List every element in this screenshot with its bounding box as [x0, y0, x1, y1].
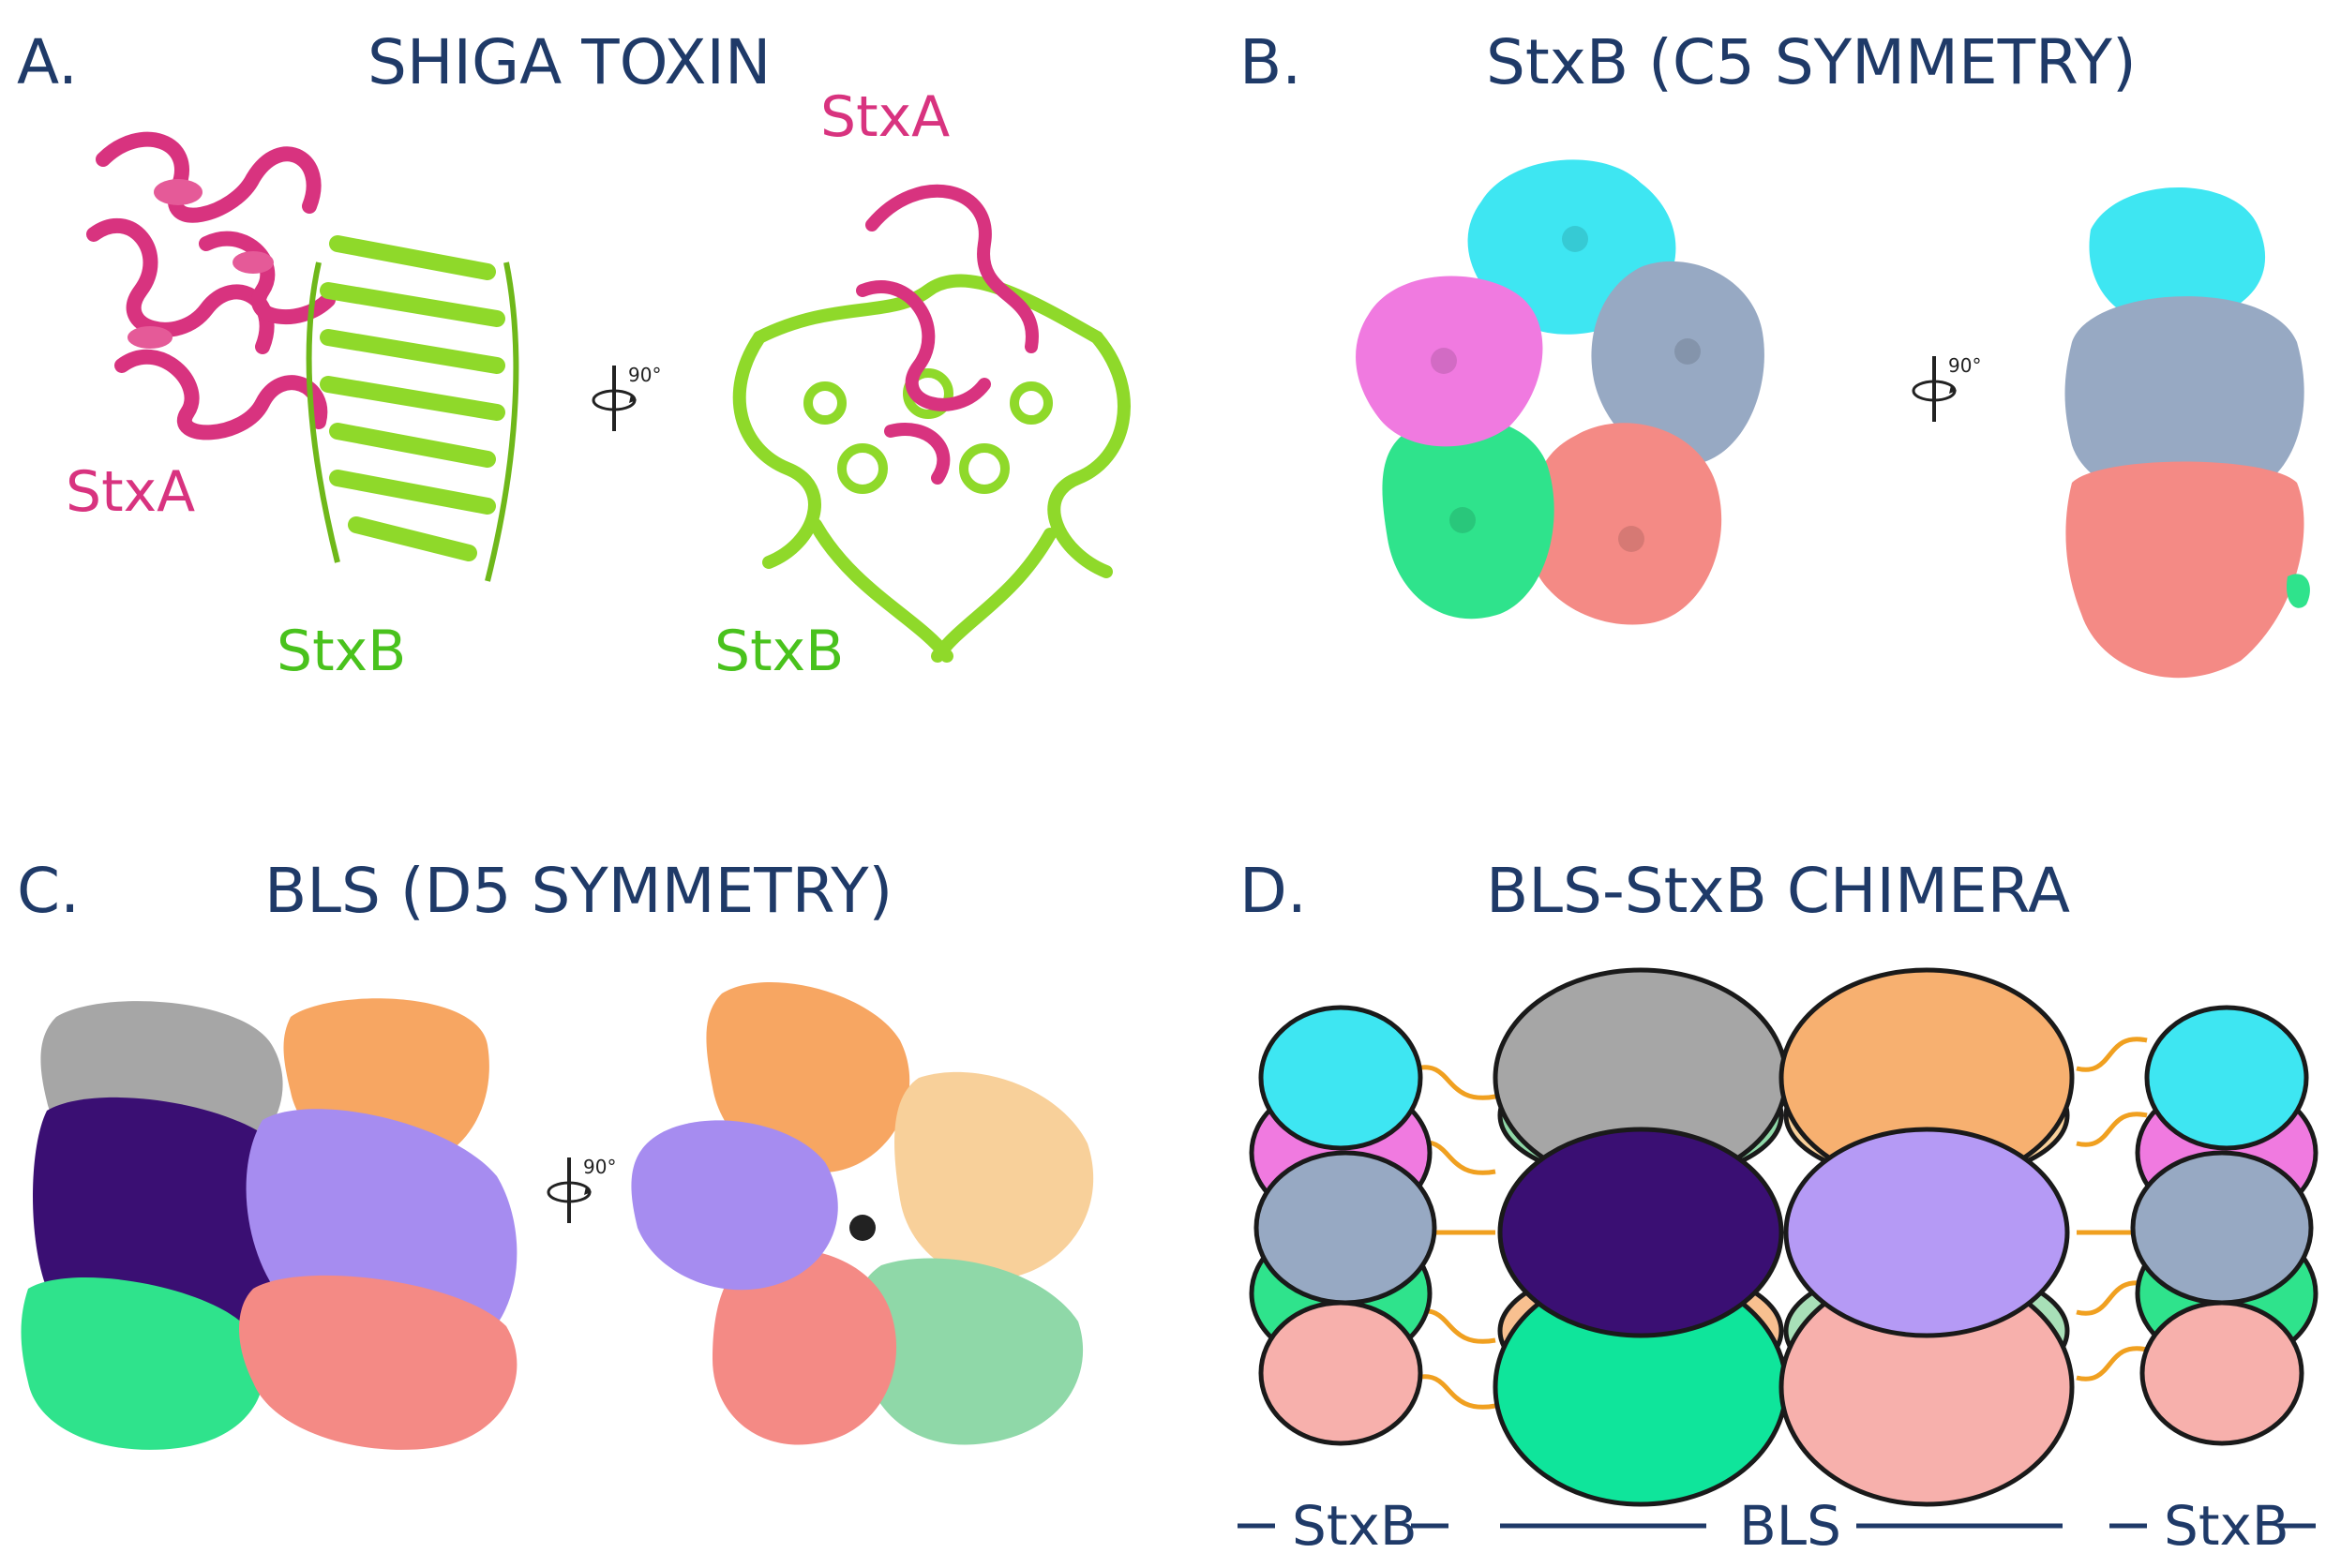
left-stxb-slate: [1253, 1150, 1437, 1306]
rotation-label-b: 90°: [1948, 354, 1981, 377]
stxb-pentamer-top-view: [1356, 159, 1764, 625]
axis-lines: [1238, 1523, 2316, 1529]
stxa-label-right: StxA: [820, 84, 951, 150]
rotation-label-c: 90°: [583, 1156, 616, 1178]
bls-subunit-mint: [21, 1277, 264, 1450]
stxa-label-left: StxA: [66, 459, 196, 525]
stx-ribbon-right: [732, 184, 1131, 663]
panel-a-title: SHIGA TOXIN: [368, 26, 772, 98]
axis-label-bls: BLS: [1739, 1494, 1841, 1558]
panel-b-letter: B.: [1239, 26, 1302, 98]
right-stxb-rose: [2139, 1300, 2304, 1446]
right-stxb-cyan: [2144, 1005, 2309, 1151]
stxb-label-left: StxB: [277, 619, 407, 684]
stxb-ribbon-left: [306, 235, 519, 582]
bls-decamer-top-view: [631, 982, 1094, 1445]
stxb-subunit-salmon: [1528, 423, 1722, 625]
stxb-subunit-slate: [1591, 261, 1764, 466]
rotation-icon-a: 90°: [592, 364, 661, 431]
stxb-pentamer-side-view: [2064, 187, 2310, 679]
bls-subunit-salmon: [239, 1275, 518, 1450]
left-stxb-cyan: [1258, 1005, 1423, 1151]
bls-indigo: [1497, 1127, 1784, 1338]
bls-lavender: [1783, 1127, 2070, 1338]
panel-c-title: BLS (D5 SYMMETRY): [264, 855, 893, 927]
panel-b-title: StxB (C5 SYMMETRY): [1486, 26, 2137, 98]
rotation-icon-c: 90°: [547, 1156, 616, 1223]
axis-label-stxb-right: StxB: [2164, 1494, 2289, 1558]
rotation-icon-b: 90°: [1912, 354, 1981, 422]
stxa-ribbon-left: [86, 131, 336, 441]
chimera-schematic: [1249, 967, 2318, 1507]
stxb-label-right: StxB: [714, 619, 845, 684]
panel-d-letter: D.: [1239, 855, 1307, 927]
left-stxb-rose: [1258, 1300, 1423, 1446]
stxb-subunit-magenta: [1356, 276, 1543, 447]
rotation-label-a: 90°: [628, 364, 661, 386]
bls-decamer-side-view: [21, 998, 518, 1450]
stxb-subunit-mint: [1382, 417, 1554, 620]
panel-a-letter: A.: [17, 26, 78, 98]
panel-d-title: BLS-StxB CHIMERA: [1486, 855, 2071, 927]
linkers: [1415, 1037, 2148, 1410]
right-stxb-slate: [2130, 1150, 2314, 1306]
axis-label-stxb-left: StxB: [1292, 1494, 1418, 1558]
panel-c-letter: C.: [17, 855, 81, 927]
